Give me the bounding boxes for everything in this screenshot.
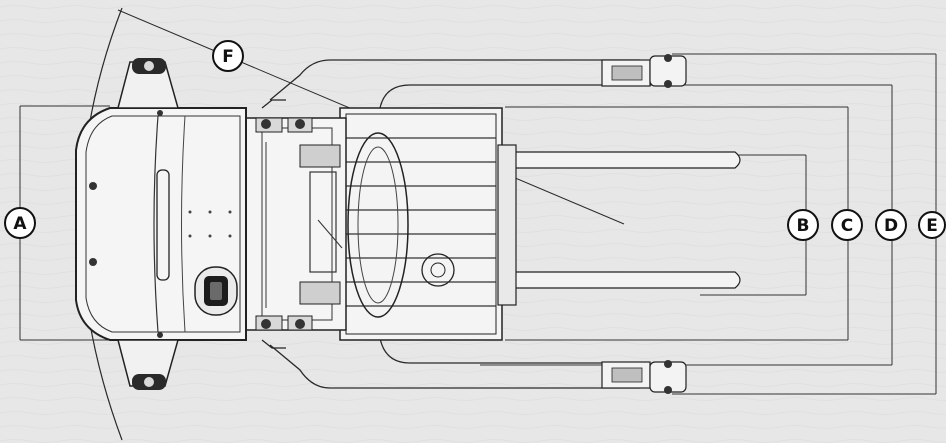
load-wheel-top — [601, 54, 687, 88]
svg-text:D: D — [884, 216, 898, 236]
fork-carriage — [339, 107, 517, 341]
label-f: F — [212, 40, 244, 72]
caster-top — [117, 58, 179, 109]
label-d: D — [875, 209, 907, 241]
caster-bottom — [117, 339, 179, 390]
svg-text:B: B — [797, 216, 810, 236]
label-b: B — [787, 209, 819, 241]
svg-text:E: E — [926, 216, 938, 236]
mast-assembly — [245, 99, 347, 349]
label-e: E — [918, 211, 946, 239]
svg-text:F: F — [222, 47, 234, 67]
svg-text:A: A — [13, 214, 27, 234]
label-c: C — [831, 209, 863, 241]
outrigger-legs — [269, 59, 640, 389]
svg-text:C: C — [841, 216, 853, 236]
steering-control — [194, 266, 238, 316]
truck-chassis — [75, 107, 247, 341]
label-a: A — [4, 207, 36, 239]
load-wheel-bottom — [601, 360, 687, 394]
forks — [504, 151, 741, 289]
